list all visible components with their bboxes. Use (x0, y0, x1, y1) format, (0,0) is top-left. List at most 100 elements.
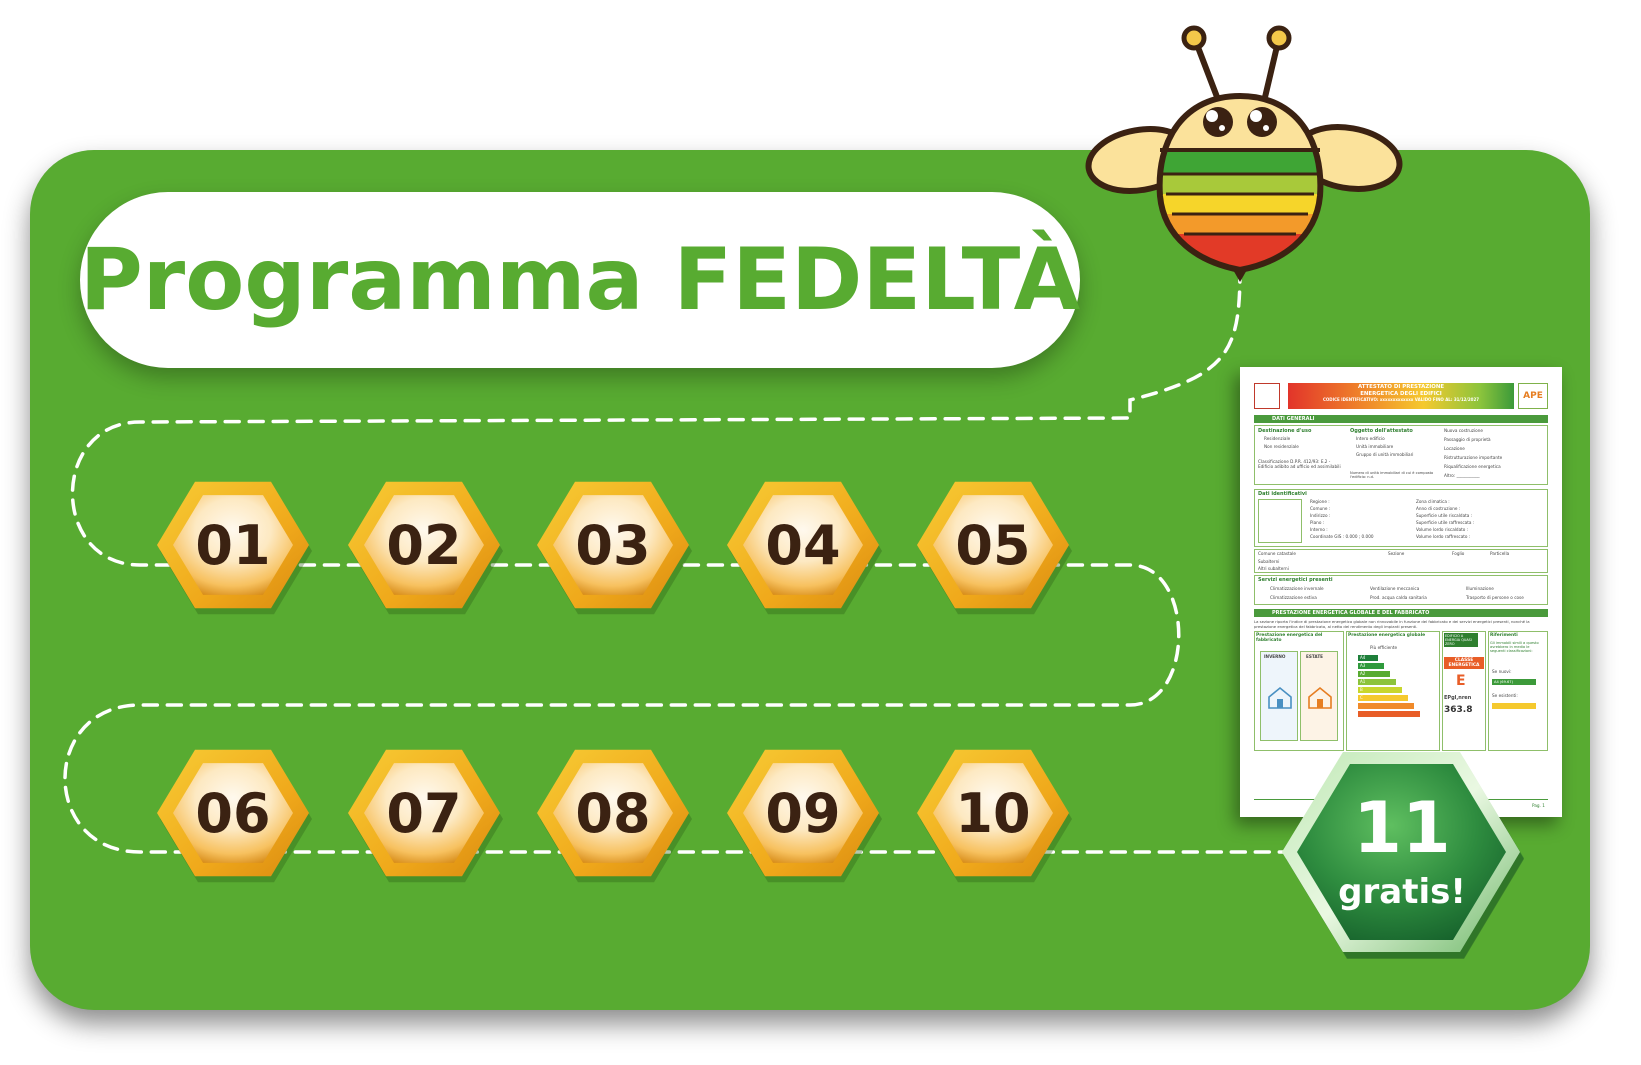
cert-catasto-cell: Sezione (1388, 551, 1405, 556)
cert-se-nuovi-value: A4 (69.67) (1492, 679, 1536, 685)
cert-class-row: A1 (1358, 679, 1396, 685)
cert-ep-value: 363.8 (1444, 705, 1473, 715)
step-hexagon: 06 (157, 749, 312, 883)
cert-riferimenti-label: Riferimenti (1490, 633, 1518, 638)
cert-header: ATTESTATO DI PRESTAZIONE ENERGETICA DEGL… (1288, 383, 1514, 409)
step-hexagon-face (173, 495, 293, 595)
step-hexagon: 05 (917, 481, 1072, 615)
step-number: 03 (575, 514, 650, 577)
cert-classe-label: CLASSE ENERGETICA (1444, 657, 1484, 669)
step-hexagon-face (364, 763, 484, 863)
cert-piu-efficiente: Più efficiente (1370, 645, 1398, 650)
cert-photo-box (1254, 383, 1280, 409)
cert-motivo-item: Riqualificazione energetica (1444, 464, 1501, 469)
reward-number-overlay: 11 (1353, 787, 1450, 869)
cert-catasto-table (1254, 549, 1548, 573)
cert-motivo-item: Passaggio di proprietà (1444, 437, 1491, 442)
step-number: 09 (765, 782, 840, 845)
step-hexagon-face (553, 495, 673, 595)
cert-class-row-e (1358, 711, 1420, 717)
cert-catasto-cell: Comune catastale (1258, 551, 1296, 556)
cert-servizio: Climatizzazione estiva (1270, 595, 1317, 600)
cert-se-esistenti-bar (1492, 703, 1536, 709)
cert-motivo-item: Nuova costruzione (1444, 428, 1483, 433)
step-number: 02 (386, 514, 461, 577)
step-hexagon: 07 (348, 749, 503, 883)
step-hexagon: 10 (917, 749, 1072, 883)
cert-ep-label: EPgl,nren (1444, 695, 1472, 701)
cert-servizio: Climatizzazione invernale (1270, 586, 1324, 591)
cert-ident-right: Anno di costruzione : (1416, 506, 1461, 511)
cert-oggetto-item: Gruppo di unità immobiliari (1356, 452, 1414, 457)
cert-ident-left: Piano : (1310, 520, 1325, 525)
step-number: 10 (955, 782, 1030, 845)
cert-oggetto-item: Intero edificio (1356, 436, 1385, 441)
cert-class-row: B (1358, 687, 1402, 693)
cert-servizi-frame (1254, 575, 1548, 605)
step-hexagon-face (173, 763, 293, 863)
step-number: 01 (195, 514, 270, 577)
cert-logo: APE (1518, 383, 1548, 409)
cert-classe-frame (1442, 631, 1486, 751)
cert-class-row: A2 (1358, 671, 1390, 677)
cert-identificativi-frame (1254, 489, 1548, 547)
cert-motivo-item: Altro: ___________ (1444, 473, 1480, 478)
step-number: 04 (765, 514, 840, 577)
step-number: 08 (575, 782, 650, 845)
cert-servizio: Ventilazione meccanica (1370, 586, 1420, 591)
cert-identificativi-label: Dati identificativi (1258, 491, 1307, 497)
cert-se-esistenti: Se esistenti: (1492, 693, 1518, 698)
cert-riferimenti-frame (1488, 631, 1548, 751)
cert-destinazione-item: Residenziale (1264, 436, 1291, 441)
cert-ident-right: Zona climatica : (1416, 499, 1450, 504)
cert-header-line2: ENERGETICA DEGLI EDIFICI (1360, 390, 1442, 397)
cert-fabbricato-label: Prestazione energetica del fabbricato (1256, 633, 1323, 643)
cert-inverno-panel (1260, 651, 1298, 741)
cert-ident-left: Comune : (1310, 506, 1331, 511)
cert-catasto-cell: Foglio (1452, 551, 1465, 556)
cert-globale-frame (1346, 631, 1440, 751)
cert-inverno-label: INVERNO (1264, 654, 1286, 659)
step-hexagon: 04 (727, 481, 882, 615)
cert-servizio: Trasporto di persone o cose (1466, 595, 1524, 600)
cert-section-prestazione: PRESTAZIONE ENERGETICA GLOBALE E DEL FAB… (1254, 609, 1548, 617)
step-number: 07 (386, 782, 461, 845)
cert-servizio: Illuminazione (1466, 586, 1494, 591)
cert-page-number: Pag. 1 (1532, 803, 1545, 808)
cert-ident-left: Interno : (1310, 527, 1328, 532)
cert-oggetto-item: Unità immobiliare (1356, 444, 1394, 449)
cert-catasto-altri: Altri subalterni (1258, 566, 1289, 571)
cert-servizi-label: Servizi energetici presenti (1258, 577, 1333, 583)
energy-certificate-document: ATTESTATO DI PRESTAZIONE ENERGETICA DEGL… (1240, 367, 1562, 817)
cert-class-row-d (1358, 703, 1414, 709)
cert-section-general: DATI GENERALI (1254, 415, 1548, 423)
cert-estate-panel (1300, 651, 1338, 741)
cert-ident-right: Volume lordo riscaldato : (1416, 527, 1469, 532)
step-hexagon: 01 (157, 481, 312, 615)
step-number: 05 (955, 514, 1030, 577)
page-title: Programma FEDELTÀ (79, 230, 1081, 330)
step-hexagon-face (933, 763, 1053, 863)
cert-destinazione-label: Destinazione d'uso (1258, 428, 1312, 434)
cert-numero-unita: Numero di unità immobiliari di cui è com… (1350, 471, 1434, 479)
title-pill: Programma FEDELTÀ (80, 192, 1080, 368)
step-hexagon: 02 (348, 481, 503, 615)
cert-classificazione: Classificazione D.P.R. 412/93: E.2 - Edi… (1258, 459, 1341, 469)
cert-ident-right: Volume lordo raffrescato : (1416, 534, 1471, 539)
cert-catasto-subalterni: Subalterni (1258, 559, 1280, 564)
cert-ident-left: Coordinate GIS : 0.000 ; 0.000 (1310, 534, 1374, 539)
cert-fabbricato-frame (1254, 631, 1344, 751)
step-hexagon: 09 (727, 749, 882, 883)
cert-oggetto-label: Oggetto dell'attestato (1350, 428, 1413, 434)
step-hexagon-face (364, 495, 484, 595)
cert-ident-left: Indirizzo : (1310, 513, 1331, 518)
step-hexagon: 08 (537, 749, 692, 883)
cert-se-nuovi: Se nuovi: (1492, 669, 1512, 674)
cert-estate-label: ESTATE (1306, 654, 1324, 659)
cert-edificio-zero: EDIFICIO A ENERGIA QUASI ZERO (1444, 633, 1478, 647)
cert-ident-right: Superficie utile raffrescata : (1416, 520, 1475, 525)
step-hexagon-face (553, 763, 673, 863)
step-hexagon-face (743, 495, 863, 595)
cert-header-code: CODICE IDENTIFICATIVO: xxxxxxxxxxxxx VAL… (1322, 397, 1480, 402)
